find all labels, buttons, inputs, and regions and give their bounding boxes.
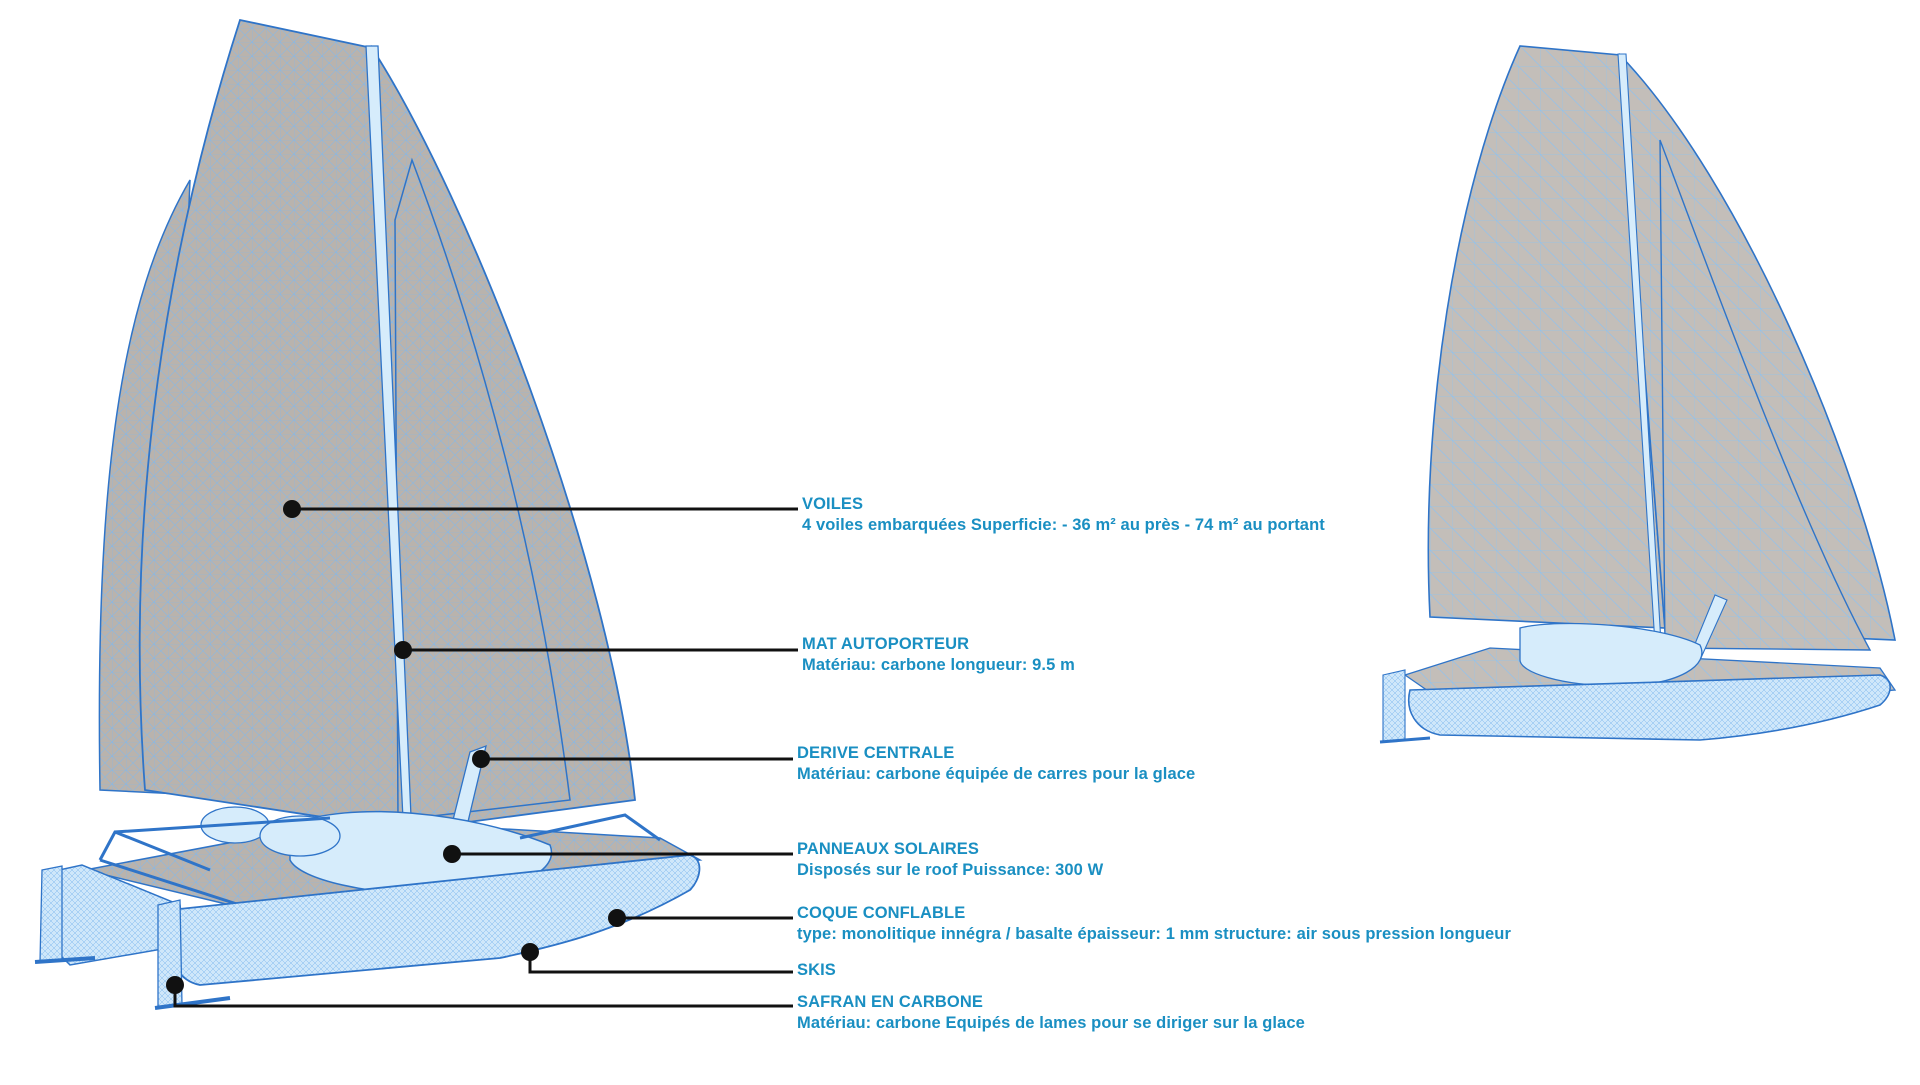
label-description: type: monolitique innégra / basalte épai… xyxy=(797,925,1511,943)
label-title: DERIVE CENTRALE xyxy=(797,744,955,762)
label-derive-centrale: DERIVE CENTRALE Matériau: carbone équipé… xyxy=(797,743,1195,785)
left-rudder-shape xyxy=(39,865,63,963)
dot-safran xyxy=(166,976,184,994)
label-title: SKIS xyxy=(797,961,836,979)
dot-voiles xyxy=(283,500,301,518)
label-title: SAFRAN EN CARBONE xyxy=(797,993,983,1011)
small-rudder-shape xyxy=(1382,669,1406,743)
label-mat-autoporteur: MAT AUTOPORTEUR Matériau: carbone longue… xyxy=(802,634,1075,676)
jib-sail-shape xyxy=(394,157,571,821)
label-description: 4 voiles embarquées Superficie: - 36 m² … xyxy=(802,516,1325,534)
label-description: Disposés sur le roof Puissance: 300 W xyxy=(797,861,1104,879)
small-jib-sail-shape xyxy=(1659,139,1872,651)
label-description: Matériau: carbone équipée de carres pour… xyxy=(797,765,1196,783)
small-hull-shape xyxy=(1408,674,1891,741)
small-boat-illustration xyxy=(1379,45,1897,744)
label-description: Matériau: carbone longueur: 9.5 m xyxy=(802,656,1075,674)
dot-skis xyxy=(521,943,539,961)
label-title: VOILES xyxy=(802,495,864,513)
cockpit-pod-shape xyxy=(259,815,341,857)
main-sail-shape xyxy=(138,18,409,832)
large-boat-illustration xyxy=(34,18,703,1010)
label-title: COQUE CONFLABLE xyxy=(797,904,966,922)
label-safran-en-carbone: SAFRAN EN CARBONE Matériau: carbone Equi… xyxy=(797,992,1305,1034)
dot-coque xyxy=(608,909,626,927)
label-description: Matériau: carbone Equipés de lames pour … xyxy=(797,1014,1305,1032)
ski-shape xyxy=(34,956,231,1010)
dot-panneaux xyxy=(443,845,461,863)
leader-line-safran xyxy=(173,985,793,1008)
small-roof-shape xyxy=(1519,622,1703,687)
dot-mat xyxy=(394,641,412,659)
label-skis: SKIS xyxy=(797,960,836,981)
leader-line-skis xyxy=(528,952,793,974)
label-voiles: VOILES 4 voiles embarquées Superficie: -… xyxy=(802,494,1325,536)
small-main-sail-shape xyxy=(1427,45,1666,629)
label-panneaux-solaires: PANNEAUX SOLAIRES Disposés sur le roof P… xyxy=(797,839,1103,881)
label-coque-conflable: COQUE CONFLABLE type: monolitique innégr… xyxy=(797,903,1511,945)
small-ski-shape xyxy=(1379,736,1431,744)
dot-derive xyxy=(472,750,490,768)
leader-dots xyxy=(166,500,626,994)
label-title: PANNEAUX SOLAIRES xyxy=(797,840,979,858)
label-title: MAT AUTOPORTEUR xyxy=(802,635,970,653)
rail-frame-shape xyxy=(98,816,331,907)
rail-frame-shape xyxy=(519,813,661,842)
